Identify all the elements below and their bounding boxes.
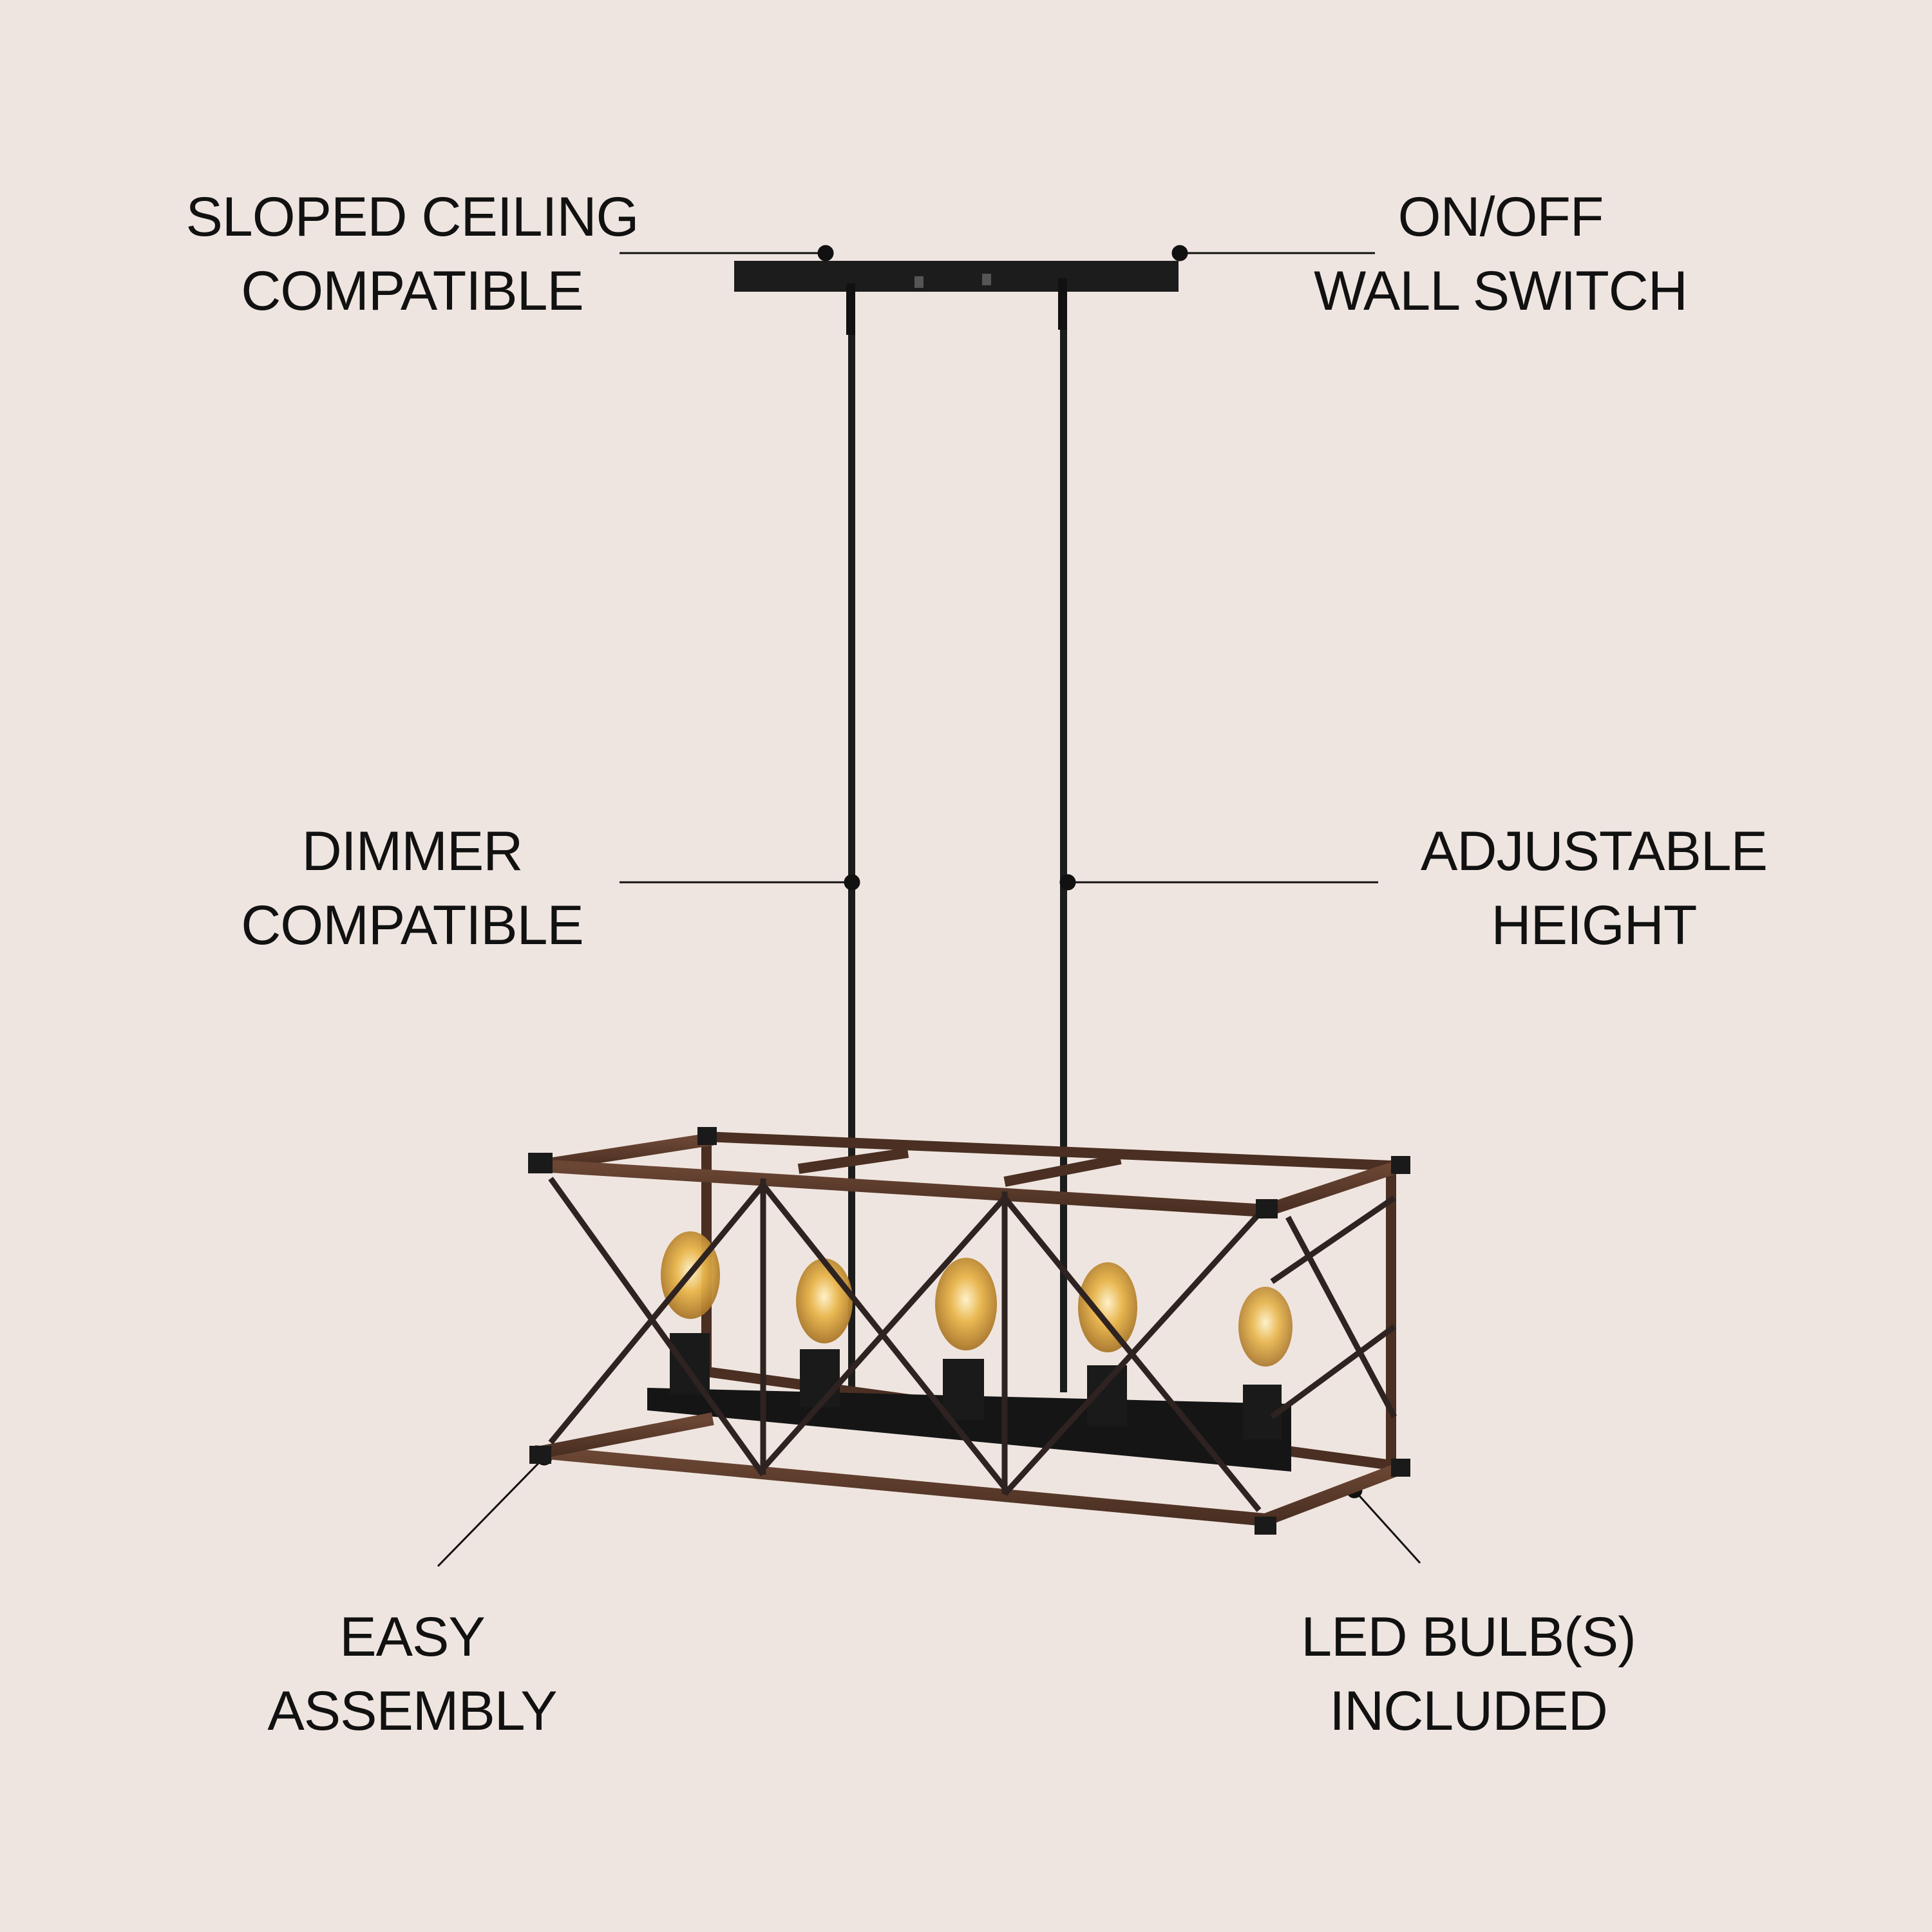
sloped-ceiling-line1: SLOPED CEILING xyxy=(185,186,639,248)
led-bulbs-label: LED BULB(S) INCLUDED xyxy=(1246,1600,1690,1748)
adjustable-height-label: ADJUSTABLE HEIGHT xyxy=(1385,815,1803,963)
dimmer-label: DIMMER COMPATIBLE xyxy=(180,815,644,963)
dimmer-line2: COMPATIBLE xyxy=(241,895,584,956)
led-bulbs-line1: LED BULB(S) xyxy=(1301,1606,1636,1668)
bulbs xyxy=(661,1231,1293,1439)
socket-bar xyxy=(647,1388,1291,1472)
sloped-ceiling-line2: COMPATIBLE xyxy=(241,260,584,322)
wall-switch-line2: WALL SWITCH xyxy=(1314,260,1688,322)
suspension-rods xyxy=(846,278,1067,1410)
adjustable-height-line2: HEIGHT xyxy=(1491,895,1698,956)
cage-front-frame xyxy=(533,1132,1409,1534)
led-bulbs-line2: INCLUDED xyxy=(1329,1680,1608,1742)
bulb-2 xyxy=(796,1258,853,1407)
wall-switch-label: ON/OFF WALL SWITCH xyxy=(1262,180,1739,328)
sloped-ceiling-label: SLOPED CEILING COMPATIBLE xyxy=(148,180,676,328)
adjustable-height-line1: ADJUSTABLE xyxy=(1421,820,1768,882)
easy-assembly-line1: EASY xyxy=(339,1606,485,1668)
ceiling-canopy xyxy=(734,261,1179,292)
easy-assembly-label: EASY ASSEMBLY xyxy=(213,1600,612,1748)
dimmer-line1: DIMMER xyxy=(301,820,524,882)
bulb-3 xyxy=(935,1258,997,1420)
easy-assembly-line2: ASSEMBLY xyxy=(267,1680,557,1742)
bulb-4 xyxy=(1078,1262,1137,1426)
cage-corner-caps xyxy=(528,1127,1410,1535)
cage-x-braces xyxy=(548,1177,1397,1512)
wall-switch-line1: ON/OFF xyxy=(1397,186,1604,248)
